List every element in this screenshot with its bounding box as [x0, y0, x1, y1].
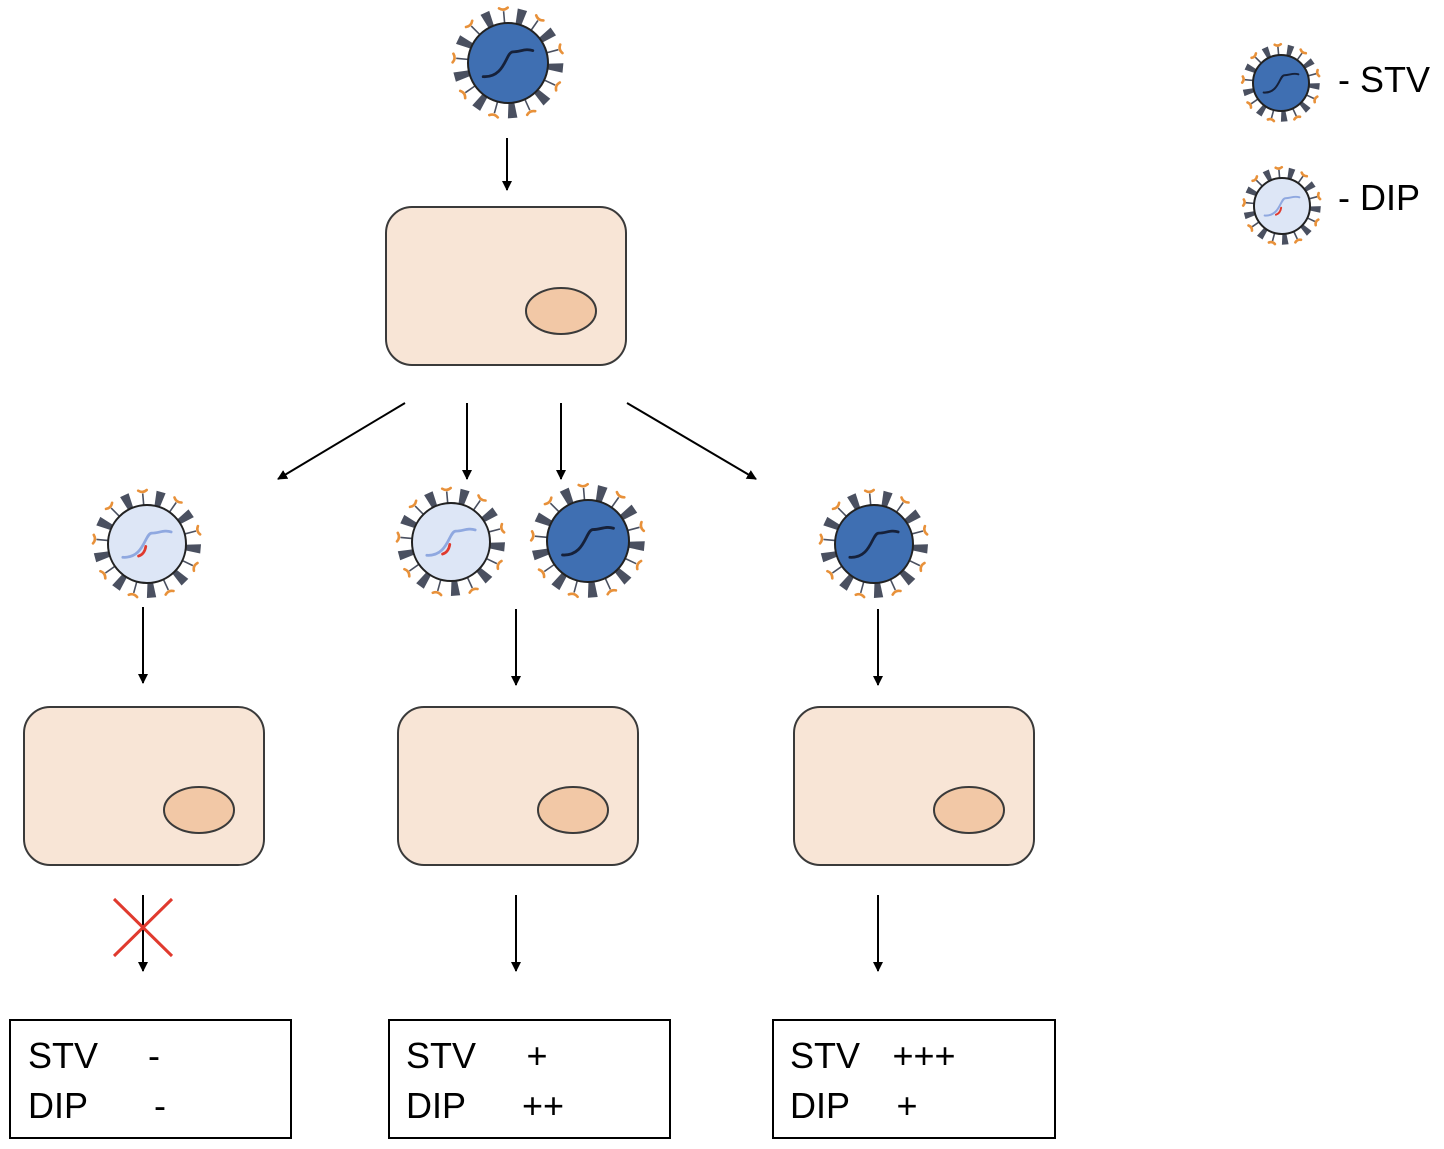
- result-stv-label: STV: [790, 1035, 860, 1076]
- cell-left: [23, 706, 265, 866]
- stv-virus-right: [818, 488, 929, 599]
- dip-virus-left: [91, 488, 202, 599]
- result-stv-value: +: [526, 1035, 547, 1076]
- result-dip-label: DIP: [406, 1085, 466, 1126]
- stv-virus-middle: [529, 482, 646, 599]
- nucleus-top: [525, 287, 597, 335]
- result-box-right: STV +++ DIP +: [772, 1019, 1056, 1139]
- result-box-middle: STV + DIP ++: [388, 1019, 671, 1139]
- result-stv-label: STV: [406, 1035, 476, 1076]
- result-dip-label: DIP: [790, 1085, 850, 1126]
- stv-virus-top: [451, 6, 564, 119]
- result-dip-value: -: [154, 1085, 166, 1126]
- arrow-split-right: [626, 402, 757, 480]
- dip-virus-middle: [395, 486, 506, 597]
- legend-stv-icon: [1240, 42, 1321, 123]
- blocked-cross-icon: [112, 897, 174, 958]
- arrow-split-left: [277, 402, 406, 480]
- result-dip-value: +: [896, 1085, 917, 1126]
- result-stv-value: +++: [892, 1035, 955, 1076]
- result-stv-value: -: [148, 1035, 160, 1076]
- legend-stv-label: - STV: [1338, 59, 1430, 100]
- nucleus-left: [163, 786, 235, 834]
- nucleus-right: [933, 786, 1005, 834]
- cell-right: [793, 706, 1035, 866]
- cell-top: [385, 206, 627, 366]
- legend-dip-label: - DIP: [1338, 177, 1420, 218]
- result-dip-value: ++: [522, 1085, 564, 1126]
- cell-middle: [397, 706, 639, 866]
- result-box-left: STV - DIP -: [9, 1019, 292, 1139]
- legend-dip-icon: [1241, 165, 1322, 246]
- result-stv-label: STV: [28, 1035, 98, 1076]
- result-dip-label: DIP: [28, 1085, 88, 1126]
- legend: - STV - DIP: [1338, 59, 1430, 218]
- nucleus-middle: [537, 786, 609, 834]
